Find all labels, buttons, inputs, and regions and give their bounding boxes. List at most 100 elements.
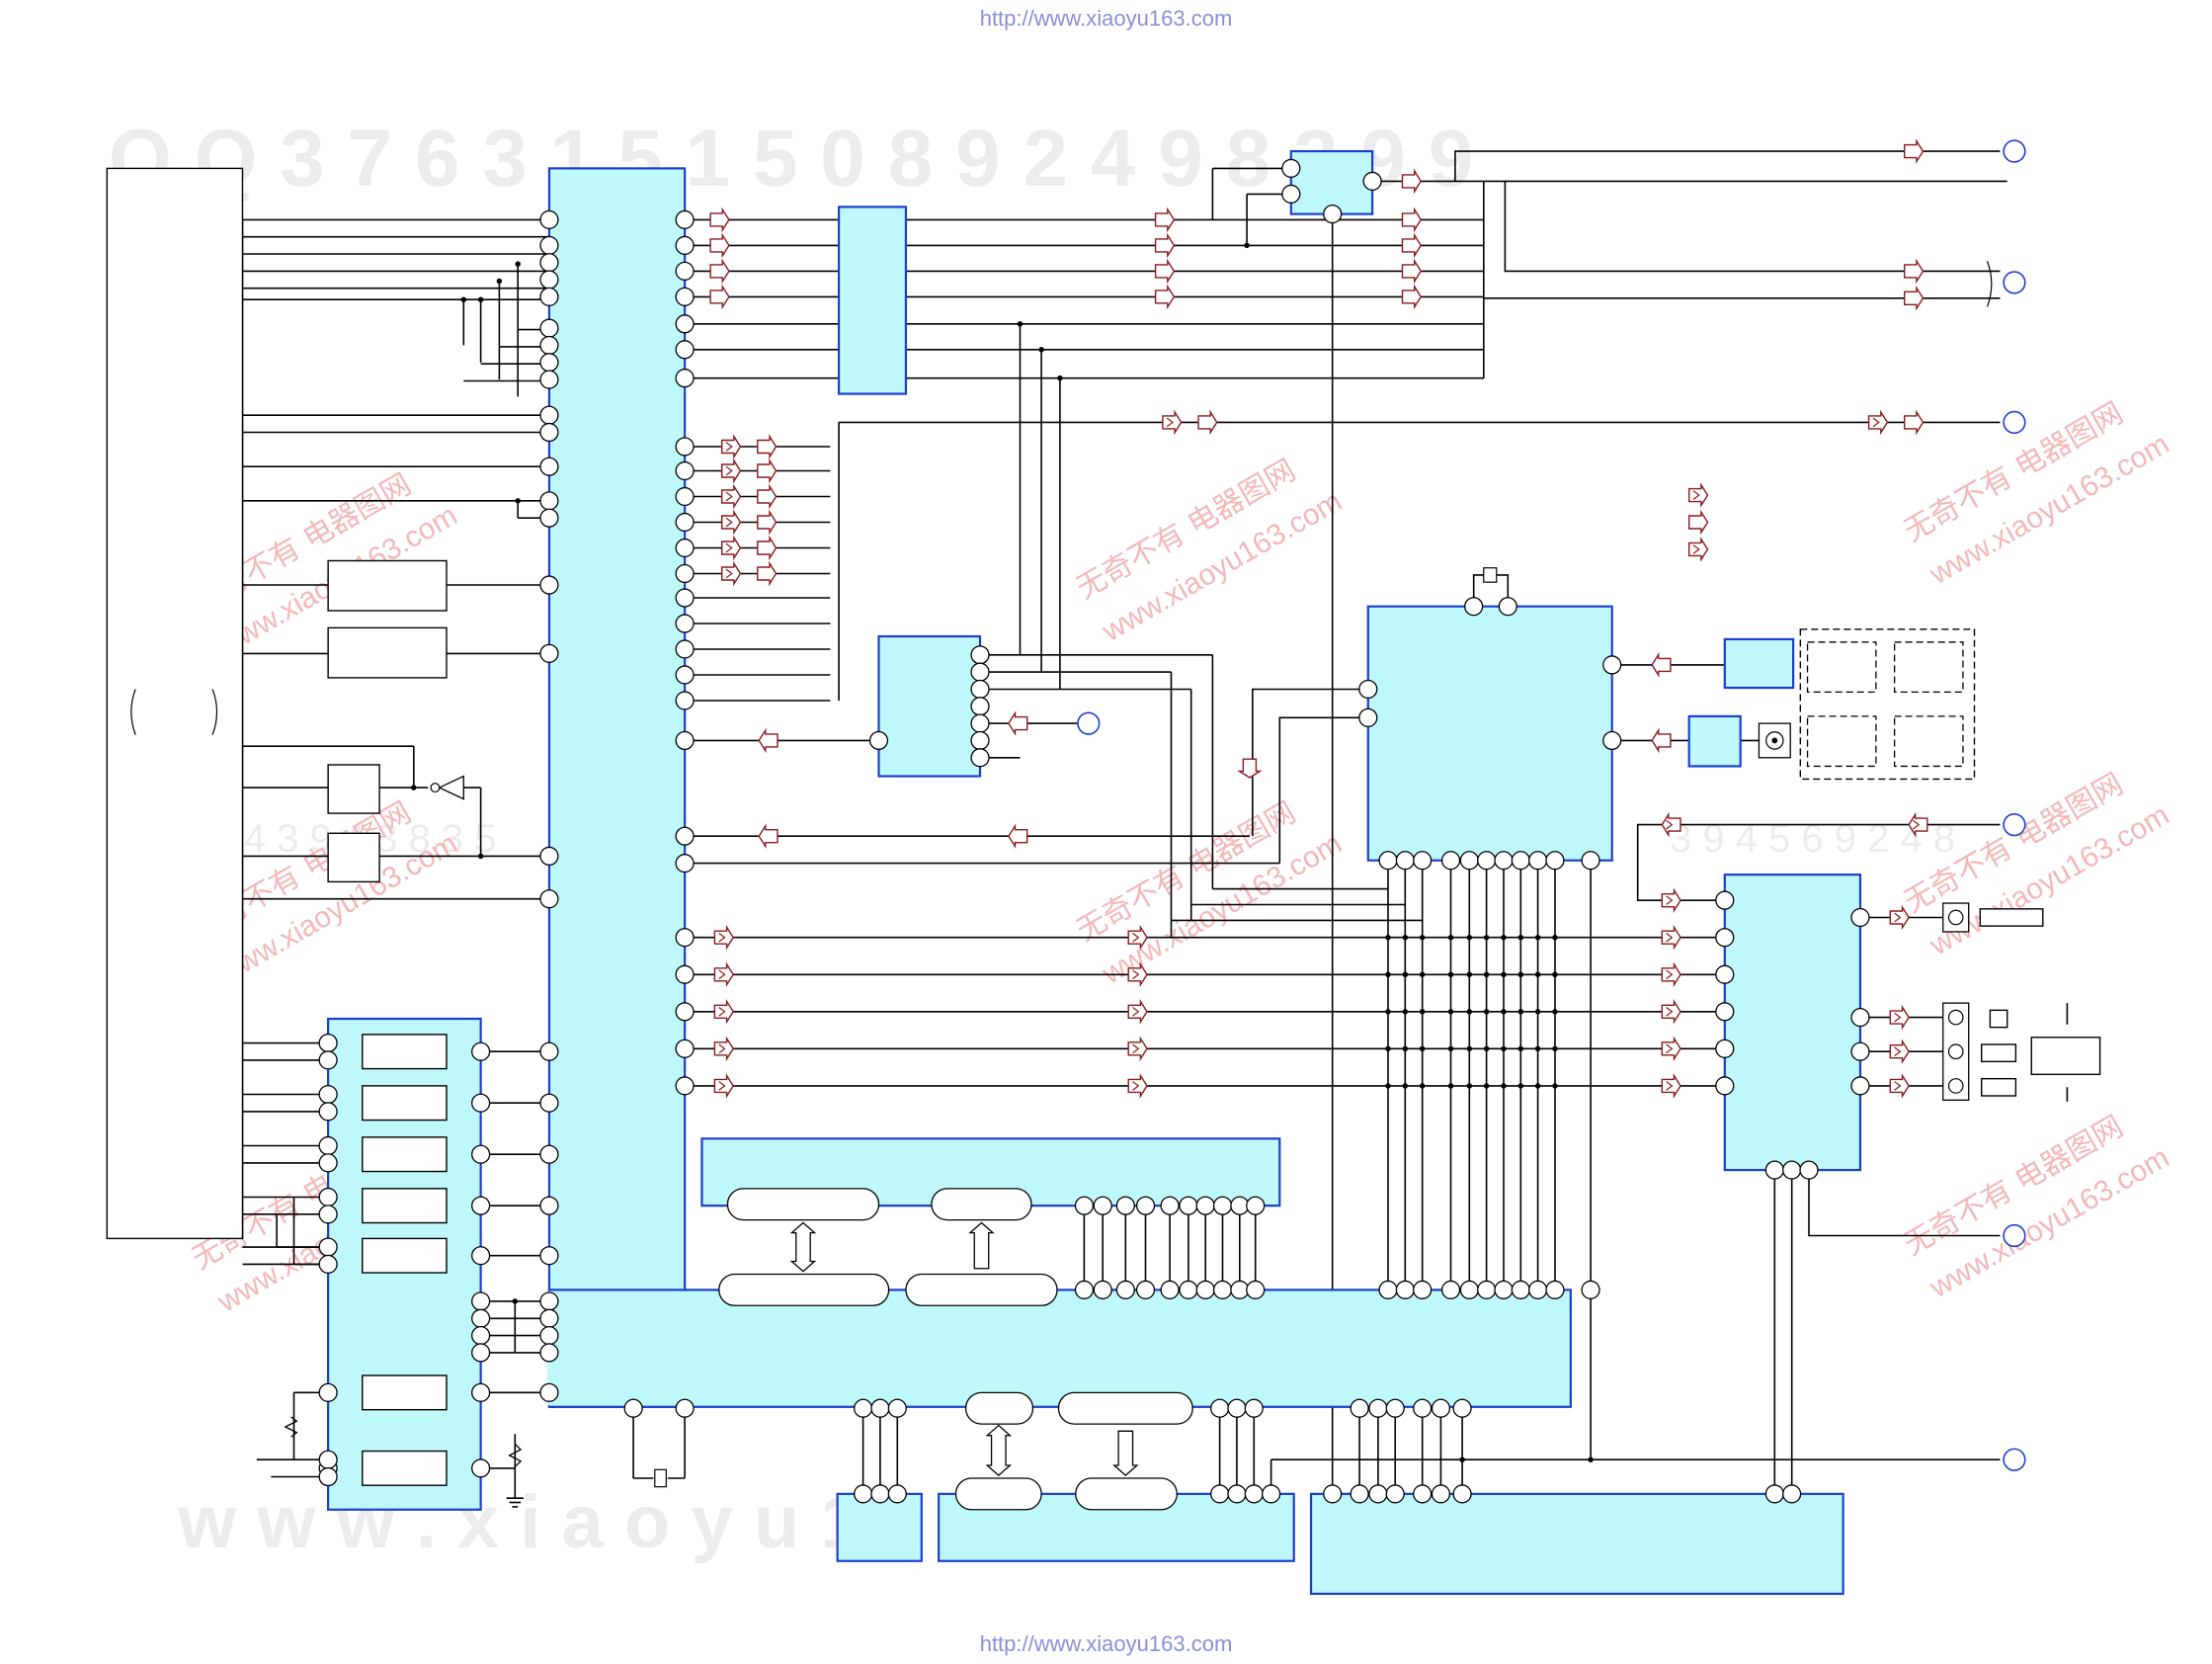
pin-circle-icon	[1350, 1484, 1369, 1504]
signal-arrow-icon	[1154, 258, 1176, 285]
pin-circle-icon	[1602, 730, 1622, 751]
pin-circle-icon	[471, 1325, 491, 1346]
junction-dot	[1459, 1456, 1465, 1462]
pin-circle-icon	[471, 1246, 491, 1266]
connector-terminal-icon	[2003, 271, 2026, 294]
pin-circle-icon	[539, 335, 559, 356]
junction-dot	[1501, 1045, 1507, 1052]
pin-circle-icon	[675, 588, 695, 608]
bottom-url[interactable]: http://www.xiaoyu163.com	[979, 1631, 1233, 1656]
junction-dot	[1447, 1009, 1454, 1015]
pin-circle-icon	[318, 1382, 338, 1402]
jack-icon	[1947, 1078, 1964, 1094]
driver-stage-1	[362, 1034, 448, 1070]
signal-arrow-icon	[1666, 969, 1674, 980]
signal-arrow-icon	[758, 823, 778, 850]
pin-circle-icon	[1160, 1280, 1180, 1299]
pin-circle-icon	[539, 889, 559, 909]
wire-dsp-b	[1278, 716, 1368, 864]
signal-arrow-icon	[757, 560, 778, 587]
junction-dot	[1483, 1009, 1490, 1015]
pin-circle-icon	[675, 1076, 695, 1096]
signal-arrow-icon	[725, 491, 733, 502]
pin-circle-icon	[1431, 1398, 1451, 1418]
junction-dot	[460, 296, 467, 302]
bracket-left	[130, 689, 136, 735]
junction-dot	[1483, 1045, 1490, 1052]
signal-arrow-icon	[1666, 1006, 1674, 1017]
pin-circle-icon	[539, 209, 559, 229]
pin-circle-icon	[318, 1102, 338, 1122]
pin-circle-icon	[539, 1308, 559, 1328]
junction-dot	[1419, 934, 1426, 941]
pin-circle-icon	[1494, 851, 1514, 871]
signal-arrow-icon	[1687, 509, 1709, 536]
pin-circle-icon	[318, 1153, 338, 1173]
wire-sw-out	[1808, 1170, 2001, 1237]
signal-arrow-icon	[725, 517, 733, 528]
pin-circle-icon	[539, 353, 559, 373]
pin-circle-icon	[539, 846, 559, 867]
pin-circle-icon	[1323, 1484, 1343, 1504]
pin-circle-icon	[539, 643, 559, 663]
pin-circle-icon	[1413, 1484, 1433, 1504]
junction-dot	[1534, 971, 1541, 977]
pin-circle-icon	[318, 1450, 338, 1469]
signal-arrow-icon	[725, 442, 733, 452]
pin-circle-icon	[1368, 1484, 1388, 1504]
pin-circle-icon	[1464, 597, 1484, 617]
signal-arrow-icon	[1894, 1046, 1902, 1057]
signal-arrow-icon	[1872, 417, 1880, 428]
signal-arrow-icon	[709, 284, 730, 310]
pin-circle-icon	[887, 1398, 907, 1418]
connector-terminal-icon	[2003, 813, 2026, 837]
label-frame-5	[1989, 1009, 2008, 1029]
pin-circle-icon	[1368, 1398, 1388, 1418]
junction-dot	[1402, 971, 1409, 977]
pin-circle-icon	[1262, 1484, 1281, 1504]
pin-circle-icon	[1477, 851, 1497, 871]
pin-circle-icon	[471, 1196, 491, 1215]
pin-circle-icon	[1115, 1280, 1135, 1299]
bus-pill-8	[1075, 1477, 1178, 1511]
bidirectional-bus-arrow-icon	[789, 1221, 817, 1273]
signal-arrow-icon	[1132, 932, 1140, 943]
bracket-right	[211, 689, 218, 735]
inverter-icon	[438, 775, 464, 800]
bus-pill-6	[1057, 1391, 1193, 1425]
signal-arrow-icon	[758, 727, 778, 754]
pin-circle-icon	[1135, 1280, 1156, 1299]
pin-circle-icon	[970, 679, 990, 700]
pin-circle-icon	[675, 854, 695, 874]
main-processor-join	[546, 1290, 685, 1406]
pin-circle-icon	[1413, 1398, 1433, 1418]
pin-circle-icon	[1135, 1196, 1156, 1215]
output-switch-block	[1723, 874, 1862, 1172]
junction-dot	[1534, 1009, 1541, 1015]
signal-arrow-icon	[1894, 1081, 1902, 1091]
junction-dot	[1534, 1083, 1541, 1089]
pin-circle-icon	[1413, 851, 1433, 871]
bus-pill-5	[964, 1391, 1034, 1425]
pin-circle-icon	[1602, 655, 1622, 675]
pin-circle-icon	[1358, 679, 1378, 700]
pin-circle-icon	[1459, 1280, 1479, 1299]
pin-circle-icon	[675, 209, 695, 229]
signal-arrow-icon	[757, 535, 778, 561]
junction-dot	[515, 498, 521, 504]
driver-stage-5	[362, 1237, 448, 1274]
top-url[interactable]: http://www.xiaoyu163.com	[979, 6, 1233, 31]
signal-arrow-icon	[1132, 1043, 1140, 1054]
pin-circle-icon	[970, 645, 990, 665]
junction-dot	[1402, 1045, 1409, 1052]
pin-circle-icon	[1477, 1280, 1497, 1299]
pin-circle-icon	[1212, 1196, 1233, 1215]
signal-arrow-icon	[1894, 912, 1902, 923]
component-blocks	[106, 149, 2101, 1596]
junction-dot	[1466, 971, 1473, 977]
junction-dot	[1517, 1009, 1524, 1015]
pin-circle-icon	[1715, 964, 1735, 984]
pin-circle-icon	[539, 405, 559, 425]
pin-circle-icon	[675, 460, 695, 481]
